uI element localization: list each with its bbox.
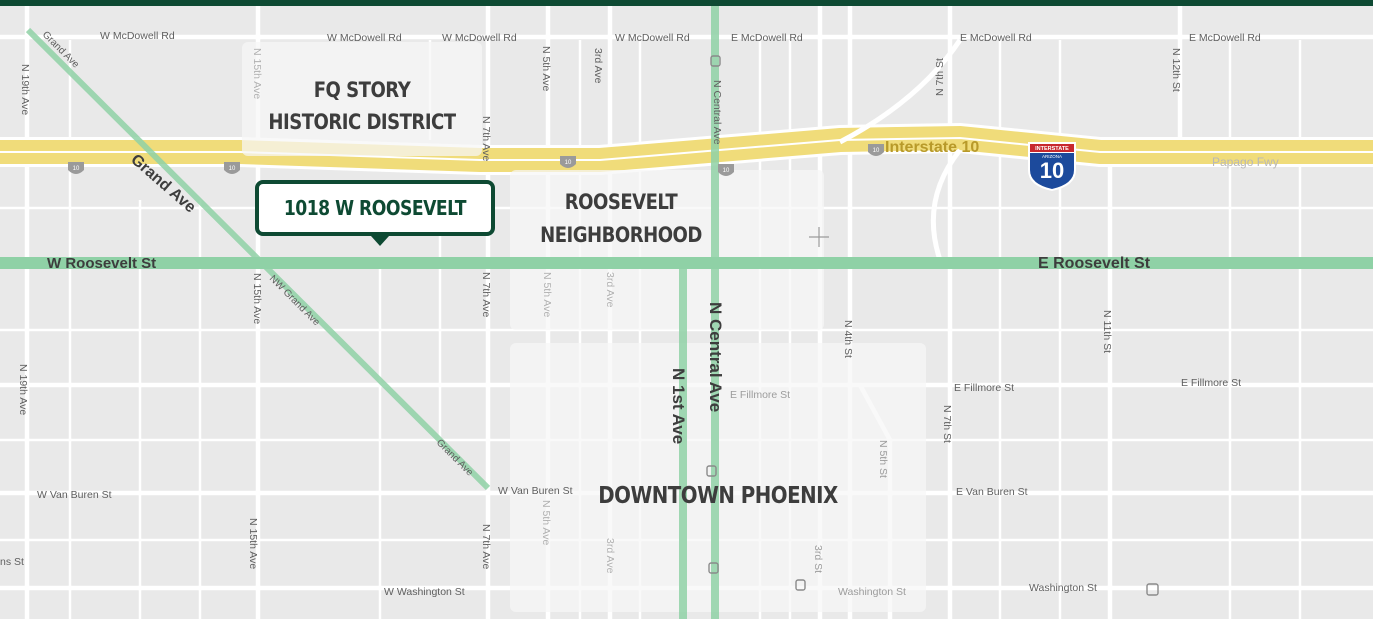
svg-text:10: 10 — [873, 148, 880, 154]
downtown-phoenix-title: DOWNTOWN PHOENIX — [598, 483, 838, 509]
street-label: Washington St — [1029, 582, 1097, 594]
street-label: W Van Buren St — [498, 485, 573, 497]
street-label: E Fillmore St — [954, 382, 1014, 394]
street-label: N 12th St — [1170, 48, 1182, 92]
interstate-marker-icon: 10 — [560, 156, 576, 168]
property-location-callout[interactable]: 1018 W ROOSEVELT — [255, 180, 495, 246]
street-label: N 15th Ave — [251, 48, 263, 99]
fq-story-district-title-line1: FQ STORY — [313, 78, 411, 102]
street-label: N 7th Ave — [480, 116, 492, 161]
top-brand-bar — [0, 0, 1373, 6]
street-label: N 5th Ave — [540, 46, 552, 91]
interstate-marker-icon: 10 — [868, 144, 884, 156]
interstate-marker-icon: 10 — [68, 162, 84, 174]
street-label: E McDowell Rd — [960, 32, 1032, 44]
street-label: 3rd Ave — [604, 538, 616, 574]
interstate-marker-icon: 10 — [224, 162, 240, 174]
svg-text:10: 10 — [723, 168, 730, 174]
e-roosevelt-label: E Roosevelt St — [1038, 255, 1151, 272]
street-label: W Washington St — [384, 586, 465, 598]
street-label: W Van Buren St — [37, 489, 112, 501]
street-label: N 7th Ave — [480, 524, 492, 569]
street-label: E McDowell Rd — [1189, 32, 1261, 44]
street-label: N Central Ave — [711, 80, 723, 145]
street-label: N 5th Ave — [541, 272, 553, 317]
street-label: N 15th Ave — [251, 273, 263, 324]
roosevelt-neighborhood-title-line1: ROOSEVELT — [564, 190, 678, 214]
street-label: N 7th St — [934, 58, 946, 96]
fq-story-overlay — [242, 42, 482, 156]
street-label: N 5th St — [877, 440, 889, 478]
svg-text:10: 10 — [565, 160, 572, 166]
transit-marker-icons — [706, 55, 1159, 596]
street-label: 3rd Ave — [592, 48, 604, 84]
street-label: N 5th Ave — [540, 500, 552, 545]
highlighted-streets — [0, 6, 1373, 619]
street-label: W McDowell Rd — [615, 32, 690, 44]
roosevelt-neighborhood-title-line2: NEIGHBORHOOD — [540, 223, 702, 247]
street-label: W McDowell Rd — [327, 32, 402, 44]
property-address-label: 1018 W ROOSEVELT — [283, 196, 467, 220]
street-label: 3rd Ave — [604, 272, 616, 308]
street-label: 3rd St — [812, 545, 824, 573]
freeway-route-markers: 10 10 10 10 10 — [68, 144, 884, 176]
freeway-label: Papago Fwy — [1212, 155, 1279, 169]
interstate-10-shield-icon: INTERSTATE ARIZONA 10 — [1028, 142, 1076, 191]
n-central-ave-label: N Central Ave — [706, 302, 725, 412]
callout-pointer — [371, 236, 389, 246]
street-label: Washington St — [838, 586, 906, 598]
interstate-marker-icon: 10 — [718, 164, 734, 176]
street-label: N 19th Ave — [19, 64, 31, 115]
crosshair-icon — [809, 227, 829, 247]
interstate-10-label: Interstate 10 — [885, 139, 979, 156]
street-label: N 19th Ave — [17, 364, 29, 415]
street-label: N 7th St — [941, 405, 953, 443]
street-label: N 15th Ave — [247, 518, 259, 569]
shield-state-label: ARIZONA — [1042, 154, 1062, 159]
n-1st-ave-label: N 1st Ave — [669, 368, 688, 444]
street-label: E Van Buren St — [956, 486, 1028, 498]
w-roosevelt-label: W Roosevelt St — [47, 255, 156, 272]
street-label: W McDowell Rd — [100, 30, 175, 42]
roosevelt-overlay — [510, 170, 824, 330]
street-label: N 7th Ave — [480, 272, 492, 317]
street-label: E Fillmore St — [1181, 377, 1241, 389]
street-label: E McDowell Rd — [731, 32, 803, 44]
svg-text:10: 10 — [229, 166, 236, 172]
shield-top-label: INTERSTATE — [1035, 146, 1069, 152]
fq-story-district-title-line2: HISTORIC DISTRICT — [268, 110, 456, 134]
street-label: E Fillmore St — [730, 389, 790, 401]
street-label: N 4th St — [842, 320, 854, 358]
street-label: ns St — [0, 556, 24, 568]
street-label: W McDowell Rd — [442, 32, 517, 44]
street-label: N 11th St — [1101, 310, 1113, 353]
svg-text:10: 10 — [73, 166, 80, 172]
shield-number-label: 10 — [1040, 158, 1064, 183]
